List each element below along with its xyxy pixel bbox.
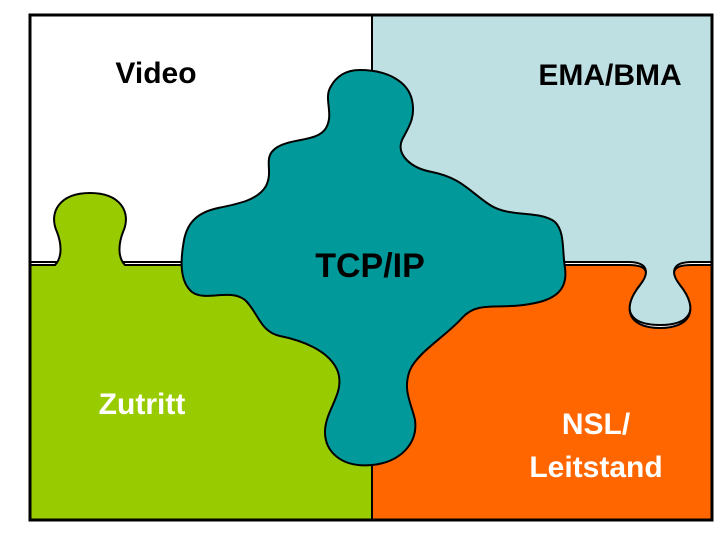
tcp-ip-label: TCP/IP	[315, 247, 425, 285]
nsl-piece	[371, 264, 713, 521]
video-label: Video	[115, 57, 196, 90]
nsl-label-line1: NSL/	[562, 408, 631, 441]
tcp-ip-piece	[180, 68, 567, 467]
zutritt-label: Zutritt	[99, 388, 186, 421]
nsl-label-line2: Leitstand	[529, 451, 662, 484]
diagram-frame	[28, 13, 714, 522]
ema-bma-label: EMA/BMA	[538, 59, 681, 92]
